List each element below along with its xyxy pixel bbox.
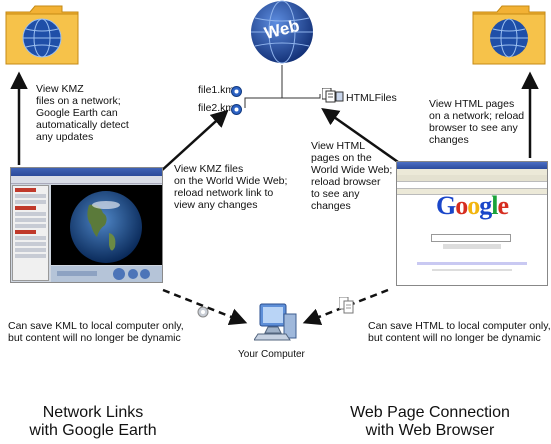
browser-search-buttons[interactable]: [443, 244, 501, 249]
kmz-file-icon[interactable]: [231, 84, 242, 97]
left-folder-icon: [4, 2, 80, 66]
left-title: Network Links with Google Earth: [29, 404, 157, 439]
ge-toolbar: [11, 176, 162, 184]
note-kmz-network: View KMZ files on a network; Google Eart…: [36, 83, 129, 143]
browser-footer-links: [417, 262, 527, 265]
computer-icon: [253, 300, 298, 344]
your-computer-label: Your Computer: [238, 349, 305, 360]
web-link-line: [244, 65, 321, 108]
arrow-ge-to-kmz: [159, 109, 229, 173]
dashed-arrow-browser-to-computer: [302, 288, 389, 326]
google-logo: Google: [435, 191, 509, 220]
kmz-file-icon[interactable]: [231, 102, 242, 115]
html-save-icon: [338, 296, 357, 315]
note-save-kml: Can save KML to local computer only, but…: [8, 320, 184, 344]
note-kmz-web: View KMZ files on the World Wide Web; re…: [174, 163, 288, 211]
google-earth-screenshot[interactable]: [10, 167, 163, 283]
browser-links-bar: [397, 189, 547, 195]
dashed-arrow-ge-to-computer: [162, 288, 248, 325]
ge-earth-view: [51, 185, 162, 265]
file1-label: file1.kmz: [198, 84, 240, 96]
ge-navigation-controls[interactable]: [51, 266, 162, 282]
html-files-icon[interactable]: [321, 87, 344, 104]
browser-address-bar[interactable]: [397, 182, 547, 189]
browser-footer-text: [432, 269, 512, 271]
right-folder-icon: [471, 2, 547, 66]
browser-search-input[interactable]: [431, 234, 511, 242]
note-html-web: View HTML pages on the World Wide Web; r…: [311, 140, 393, 212]
browser-titlebar: [397, 162, 547, 169]
note-html-network: View HTML pages on a network; reload bro…: [429, 98, 525, 146]
browser-screenshot[interactable]: Google: [396, 161, 548, 286]
html-files-label: HTMLFiles: [346, 92, 397, 104]
file2-label: file2.kmz: [198, 102, 240, 114]
browser-menubar: [397, 169, 547, 175]
kml-save-icon: [197, 305, 209, 318]
note-save-html: Can save HTML to local computer only, bu…: [368, 320, 551, 344]
right-title: Web Page Connection with Web Browser: [350, 404, 510, 439]
browser-toolbar: [397, 175, 547, 182]
arrow-browser-to-html: [321, 107, 399, 164]
web-globe-icon: [250, 0, 314, 64]
ge-titlebar: [11, 168, 162, 176]
ge-places-panel: [12, 185, 49, 281]
